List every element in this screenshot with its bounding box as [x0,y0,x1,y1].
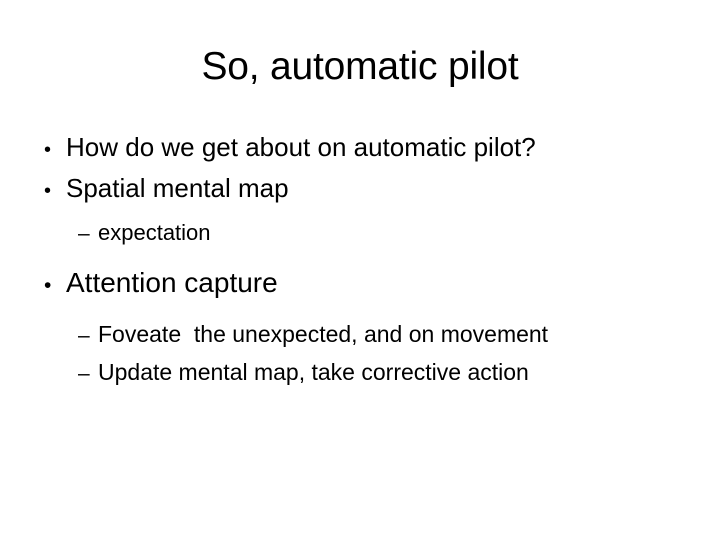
slide-body-list: • How do we get about on automatic pilot… [0,128,720,392]
bullet-text: Attention capture [66,267,278,298]
bullet-item-level2: – Foveate the unexpected, and on movemen… [0,316,720,354]
bullet-marker-icon: • [44,180,52,202]
dash-marker-icon: – [78,222,90,245]
bullet-text: Spatial mental map [66,173,289,203]
bullet-item-level1: • How do we get about on automatic pilot… [0,128,720,169]
bullet-item-level1: • Spatial mental map [0,169,720,210]
bullet-marker-icon: • [44,139,52,161]
dash-marker-icon: – [78,324,90,347]
bullet-text: Foveate the unexpected, and on movement [98,321,549,347]
bullet-item-level2: – Update mental map, take corrective act… [0,354,720,392]
bullet-marker-icon: • [44,274,52,297]
bullet-text: expectation [98,220,211,245]
bullet-item-level1: • Attention capture [0,263,720,306]
bullet-item-level2: – expectation [0,216,720,251]
spacer [0,306,720,316]
slide-title: So, automatic pilot [201,45,519,88]
bullet-text: Update mental map, take corrective actio… [98,359,529,385]
bullet-text: How do we get about on automatic pilot? [66,132,536,162]
dash-marker-icon: – [78,362,90,385]
spacer [0,251,720,263]
